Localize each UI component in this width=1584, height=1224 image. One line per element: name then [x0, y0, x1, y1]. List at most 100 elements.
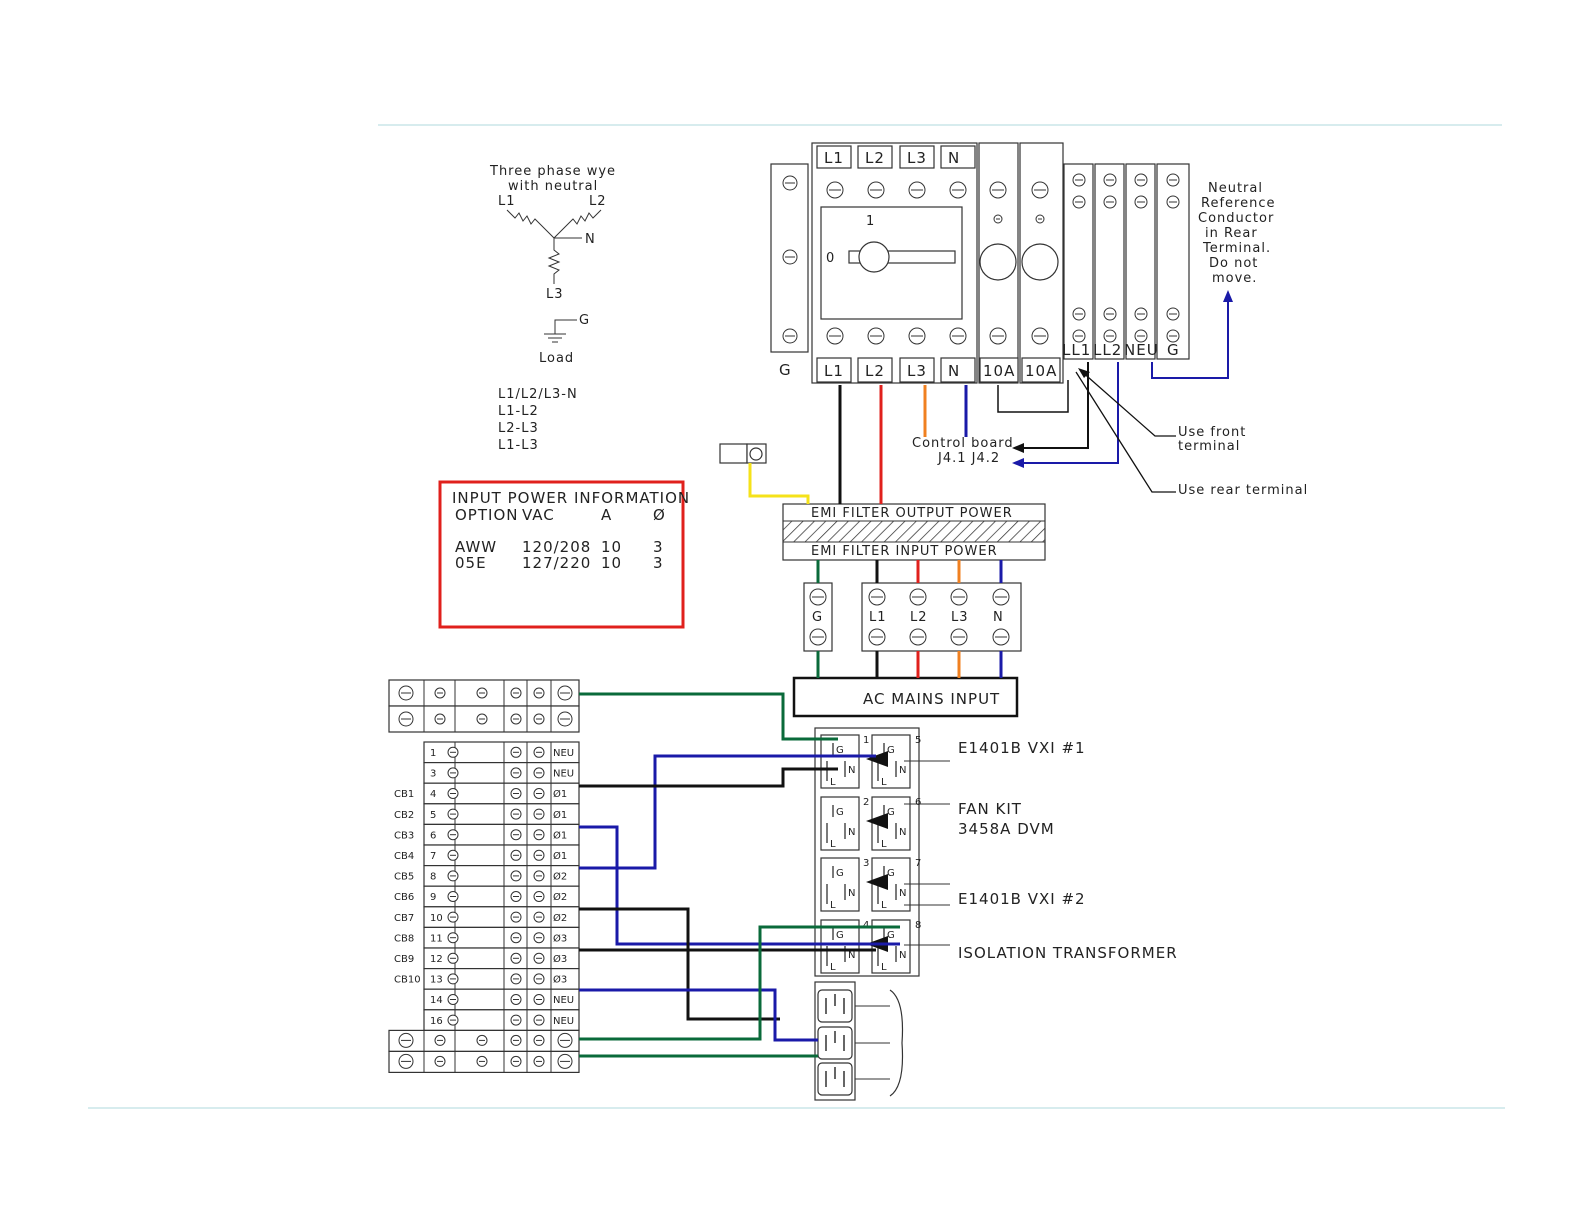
screw-icon — [476, 687, 488, 699]
strip-num-6: 8 — [430, 872, 436, 883]
info-header-amps: A — [601, 506, 612, 524]
strip-num-7: 9 — [430, 892, 436, 903]
strip-num-10: 12 — [430, 954, 443, 965]
screw-icon — [1134, 307, 1148, 321]
strip-phase-0: NEU — [553, 748, 574, 759]
screw-icon — [510, 891, 522, 902]
screw-icon — [1166, 173, 1180, 187]
outlet-l-label: L — [830, 839, 836, 850]
outlet-number-2: 3 — [863, 858, 869, 869]
wires — [579, 290, 1233, 1058]
strip-phase-13: NEU — [553, 1016, 574, 1027]
cb-label-5: CB4 — [394, 851, 414, 862]
ground-screw-icon — [398, 1053, 414, 1069]
screw-icon — [447, 994, 459, 1005]
cb-label-10: CB9 — [394, 954, 414, 965]
outlet-n-label: N — [899, 827, 906, 838]
ground-screw-icon — [557, 1032, 573, 1048]
screw-icon — [1166, 195, 1180, 209]
info-box-title: INPUT POWER INFORMATION — [452, 489, 690, 507]
fuse-2-icon — [1021, 243, 1059, 281]
screw-icon — [950, 588, 968, 606]
screw-icon — [447, 746, 459, 758]
wye-coil-l3 — [547, 238, 561, 284]
emi-hatch — [782, 520, 1046, 543]
screw-icon — [447, 829, 459, 841]
wye-n-label: N — [585, 232, 596, 247]
screw-icon — [510, 808, 522, 820]
outlet-g-label: G — [887, 868, 895, 879]
voltage-line-4: L1-L3 — [498, 438, 539, 453]
switch-knob[interactable] — [858, 241, 890, 273]
wye-l3-label: L3 — [546, 287, 564, 302]
top-label-box — [899, 145, 935, 169]
note-line-4: in Rear — [1205, 226, 1258, 241]
emi-output-label: EMI FILTER OUTPUT POWER — [811, 506, 1013, 521]
screw-icon — [533, 713, 545, 725]
outlet-l-label: L — [830, 962, 836, 973]
screw-icon — [826, 181, 844, 199]
outlet-label-iso: ISOLATION TRANSFORMER — [958, 944, 1178, 962]
screw-icon — [1134, 173, 1148, 187]
strip-num-8: 10 — [430, 913, 443, 924]
screw-icon — [510, 746, 522, 758]
screw-icon — [510, 1014, 522, 1026]
outlet-label-vxi1: E1401B VXI #1 — [958, 739, 1086, 757]
outlet-receptacle: GNL — [820, 734, 860, 789]
screw-icon — [510, 849, 522, 861]
note-line-3: Conductor — [1198, 211, 1274, 226]
emi-terminal-label-3: N — [993, 610, 1004, 625]
strip-num-9: 11 — [430, 933, 443, 944]
top-label-box — [816, 145, 852, 169]
screw-icon — [510, 973, 522, 985]
emi-input-label: EMI FILTER INPUT POWER — [811, 544, 998, 559]
screw-icon — [989, 327, 1007, 345]
screw-icon — [908, 181, 926, 199]
screw-icon — [533, 767, 545, 779]
cb-label-2: CB1 — [394, 789, 414, 800]
wire-fuse-jumper — [997, 380, 1069, 413]
outlet-n-label: N — [899, 765, 906, 776]
wire-line-outlet1 — [579, 767, 838, 788]
screw-icon — [533, 952, 545, 964]
info-header-vac: VAC — [522, 506, 555, 524]
emi-terminal-label-2: L3 — [951, 610, 969, 625]
wye-coil-l2 — [553, 209, 602, 239]
breaker-bottom-label-4: 10A — [983, 362, 1015, 380]
screw-icon — [1072, 307, 1086, 321]
info-row1-amps: 10 — [601, 538, 622, 556]
screw-icon — [868, 628, 886, 646]
cb-label-11: CB10 — [394, 975, 421, 986]
screw-icon — [447, 973, 459, 985]
screw-icon — [782, 249, 798, 265]
strip-phase-4: Ø1 — [553, 829, 567, 841]
ground-screw-icon — [398, 1032, 414, 1048]
ac-mains-box — [792, 676, 1019, 718]
bottom-label-box — [816, 357, 852, 383]
outlet-receptacle: GNL — [820, 796, 860, 851]
cb-label-6: CB5 — [394, 872, 414, 883]
note-line-7: move. — [1212, 271, 1257, 286]
screw-icon — [867, 181, 885, 199]
screw-icon — [533, 891, 545, 902]
screw-icon — [533, 788, 545, 799]
wye-coil-l1 — [506, 209, 555, 239]
ground-screw-icon — [557, 1053, 573, 1069]
strip-phase-5: Ø1 — [553, 850, 567, 862]
outlet-receptacle: GNL — [820, 919, 860, 974]
note-line-5: Terminal. — [1202, 241, 1271, 256]
screw-icon — [1103, 195, 1117, 209]
screw-icon — [533, 994, 545, 1005]
screw-icon — [909, 588, 927, 606]
screw-icon — [949, 327, 967, 345]
screw-icon — [447, 891, 459, 902]
note-line-1: Neutral — [1208, 181, 1263, 196]
outlet-n-label: N — [848, 765, 855, 776]
outlet-n-label: N — [899, 888, 906, 899]
screw-icon — [533, 808, 545, 820]
emi-terminal-label-1: L2 — [910, 610, 928, 625]
ground-screw-icon — [557, 711, 573, 727]
